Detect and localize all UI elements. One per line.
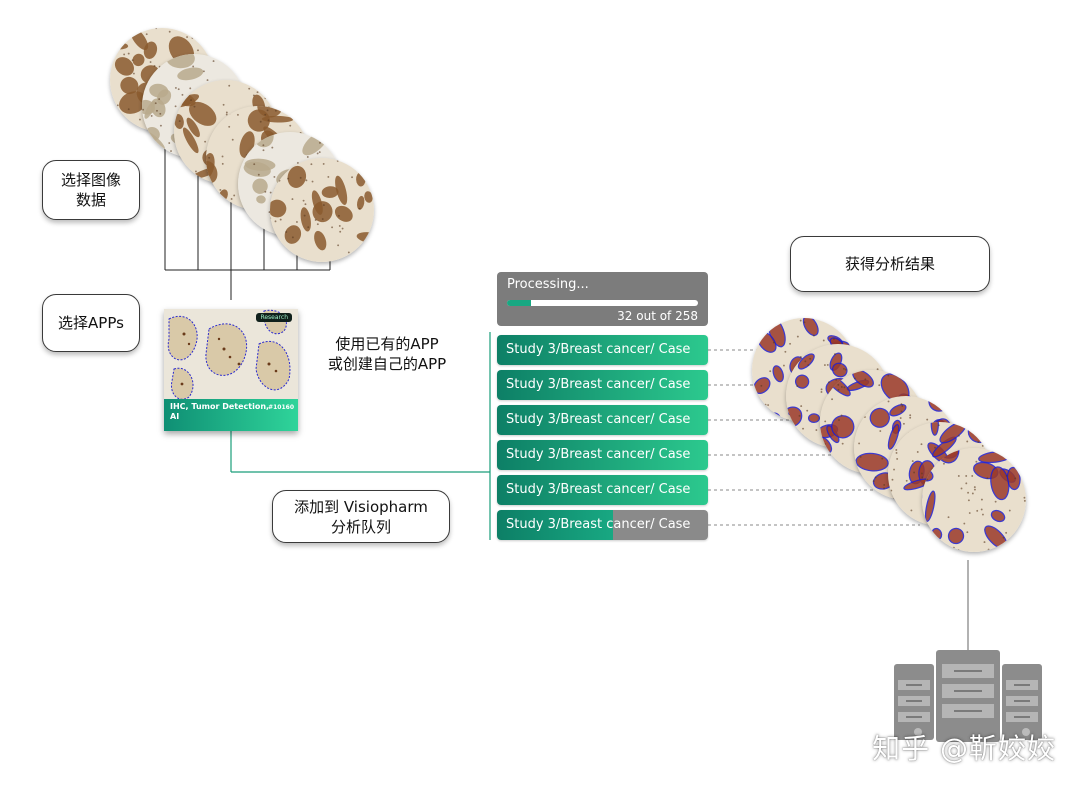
- add-queue-line1: 添加到 Visiopharm: [294, 497, 428, 516]
- app-card-badge: Research: [256, 313, 292, 322]
- app-card-title-line2: AI: [170, 412, 180, 421]
- get-results-label: 获得分析结果: [790, 236, 990, 292]
- processing-progress-track: [507, 300, 698, 306]
- app-card-footer: IHC, Tumor Detection, AI #10160: [164, 399, 298, 431]
- select-image-line1: 选择图像: [60, 171, 121, 189]
- queue-item-2[interactable]: Study 3/Breast cancer/ Case 28: [497, 370, 708, 422]
- use-app-line1: 使用已有的APP: [335, 335, 439, 353]
- add-to-queue-label: 添加到 Visiopharm 分析队列: [272, 490, 450, 543]
- use-app-line2: 或创建自己的APP: [327, 355, 447, 373]
- queue-item-1[interactable]: Study 3/Breast cancer/ Case 27: [497, 335, 708, 387]
- add-queue-line2: 分析队列: [330, 517, 391, 536]
- select-apps-label: 选择APPs: [42, 294, 140, 352]
- processing-title: Processing...: [507, 277, 589, 292]
- use-or-create-app-text: 使用已有的APP 或创建自己的APP: [315, 334, 459, 374]
- queue-item-4[interactable]: Study 3/Breast cancer/ Case 30: [497, 440, 708, 492]
- queue-item-6[interactable]: Study 3/Breast cancer/ Case 32: [497, 510, 708, 562]
- processing-panel: Processing... 32 out of 258: [497, 272, 708, 326]
- select-image-line2: 数据: [75, 191, 106, 209]
- app-card-tissue-preview: [164, 309, 298, 399]
- queue-item-5[interactable]: Study 3/Breast cancer/ Case 31: [497, 475, 708, 527]
- server-icon: [894, 650, 1042, 742]
- watermark: 知乎 @靳姣姣: [872, 732, 1056, 765]
- app-card-ihc-tumor-detection[interactable]: Research IHC, Tumor Detection, AI #10160: [164, 309, 298, 431]
- input-tissue-sample: [270, 158, 374, 262]
- select-image-data-label: 选择图像 数据: [42, 160, 140, 220]
- processing-count: 32 out of 258: [617, 309, 698, 323]
- select-apps-text: 选择APPs: [58, 314, 124, 332]
- processing-progress-fill: [507, 300, 531, 306]
- get-results-text: 获得分析结果: [844, 255, 935, 273]
- app-card-title-line1: IHC, Tumor Detection,: [170, 402, 270, 411]
- queue-item-3[interactable]: Study 3/Breast cancer/ Case 29: [497, 405, 708, 457]
- app-card-id: #10160: [268, 404, 294, 411]
- result-tissue-sample: [922, 448, 1026, 552]
